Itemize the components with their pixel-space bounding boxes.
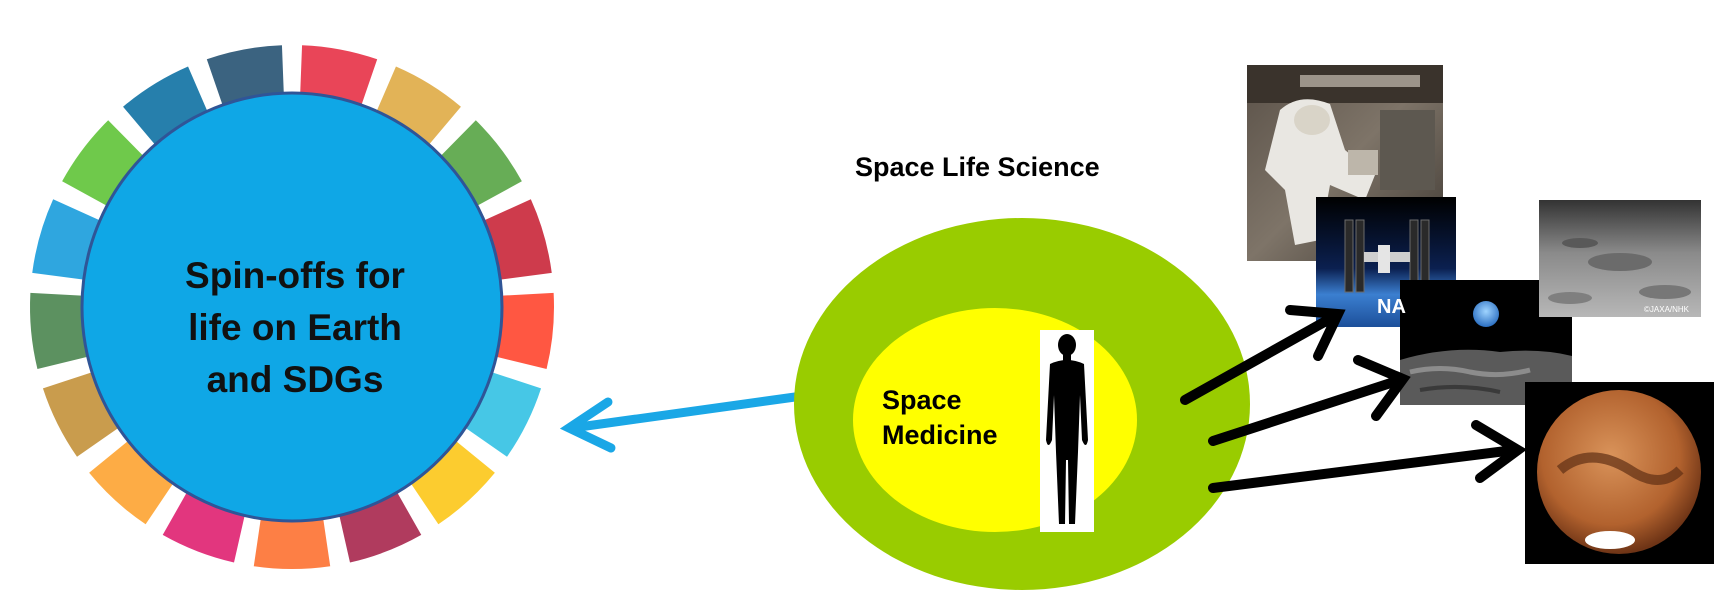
space-medicine-line-1: Space bbox=[882, 383, 1042, 418]
mars-photo bbox=[1525, 382, 1714, 564]
spinoffs-line-3: and SDGs bbox=[150, 354, 440, 406]
space-life-science-title: Space Life Science bbox=[855, 152, 1100, 183]
space-medicine-line-2: Medicine bbox=[882, 418, 1042, 453]
lunar-surface-photo bbox=[1539, 200, 1701, 317]
spinoffs-line-1: Spin-offs for bbox=[150, 250, 440, 302]
human-silhouette-icon bbox=[1040, 330, 1094, 532]
iss-photo-credit: NA bbox=[1377, 296, 1406, 319]
lunar-photo-credit: ©JAXA/NHK bbox=[1644, 305, 1689, 314]
space-medicine-label: Space Medicine bbox=[882, 383, 1042, 453]
spinoffs-text: Spin-offs for life on Earth and SDGs bbox=[150, 250, 440, 406]
spinoff-arrow bbox=[569, 397, 795, 448]
spinoffs-line-2: life on Earth bbox=[150, 302, 440, 354]
